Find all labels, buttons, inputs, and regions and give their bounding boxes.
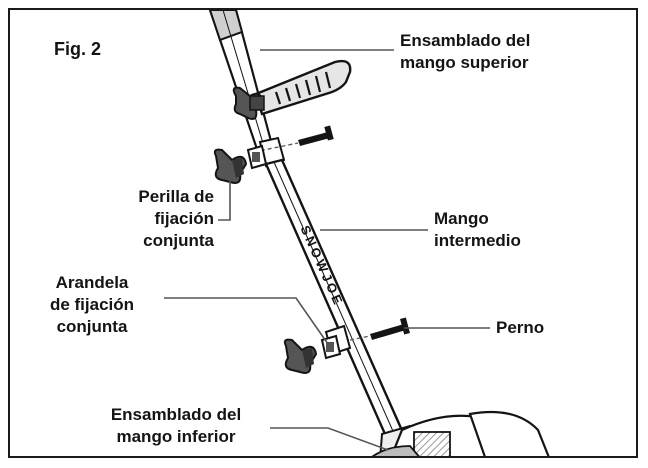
label-bolt: Perno [496,317,544,339]
label-middle-handle: Mango intermedio [434,208,521,252]
label-lock-washer-line2: de fijación [49,295,135,314]
label-lock-washer-line1: Arandela [55,273,129,292]
leader-lower-handle [270,427,389,451]
lower-bolt [349,317,410,341]
label-lower-handle-line2: mango inferior [116,427,236,446]
label-lock-washer-line3: conjunta [56,317,128,336]
tube-brand-mark: SNOWJOE [297,223,346,309]
label-lock-knob-line2: fijación [154,209,214,228]
lower-lock-knob [283,338,318,374]
label-upper-handle-line1: Ensamblado del [400,31,531,50]
figure-label: Fig. 2 [54,39,102,59]
leader-lock-washer [164,297,329,345]
label-upper-handle-line2: mango superior [400,53,529,72]
assembly-illustration: SNOWJOE [164,10,550,456]
label-middle-handle-line1: Mango [434,209,489,228]
label-upper-handle: Ensamblado del mango superior [400,30,530,74]
label-lock-knob-line1: Perilla de [138,187,214,206]
label-lock-knob-line3: conjunta [143,231,214,250]
label-middle-handle-line2: intermedio [434,231,521,250]
label-bolt-line1: Perno [496,318,545,337]
label-lock-washer: Arandela de fijación conjunta [26,272,158,338]
leader-lock-knob [218,178,231,221]
hand-grip [254,59,352,116]
label-lock-knob: Perilla de fijación conjunta [94,186,214,252]
grip-knob [232,86,265,120]
lower-handle-body [371,410,550,456]
upper-lock-washer [246,144,268,170]
label-lower-handle: Ensamblado del mango inferior [90,404,262,448]
label-lower-handle-line1: Ensamblado del [110,405,242,424]
diagram-frame: SNOWJOE [8,8,638,458]
upper-lock-knob [213,148,248,184]
